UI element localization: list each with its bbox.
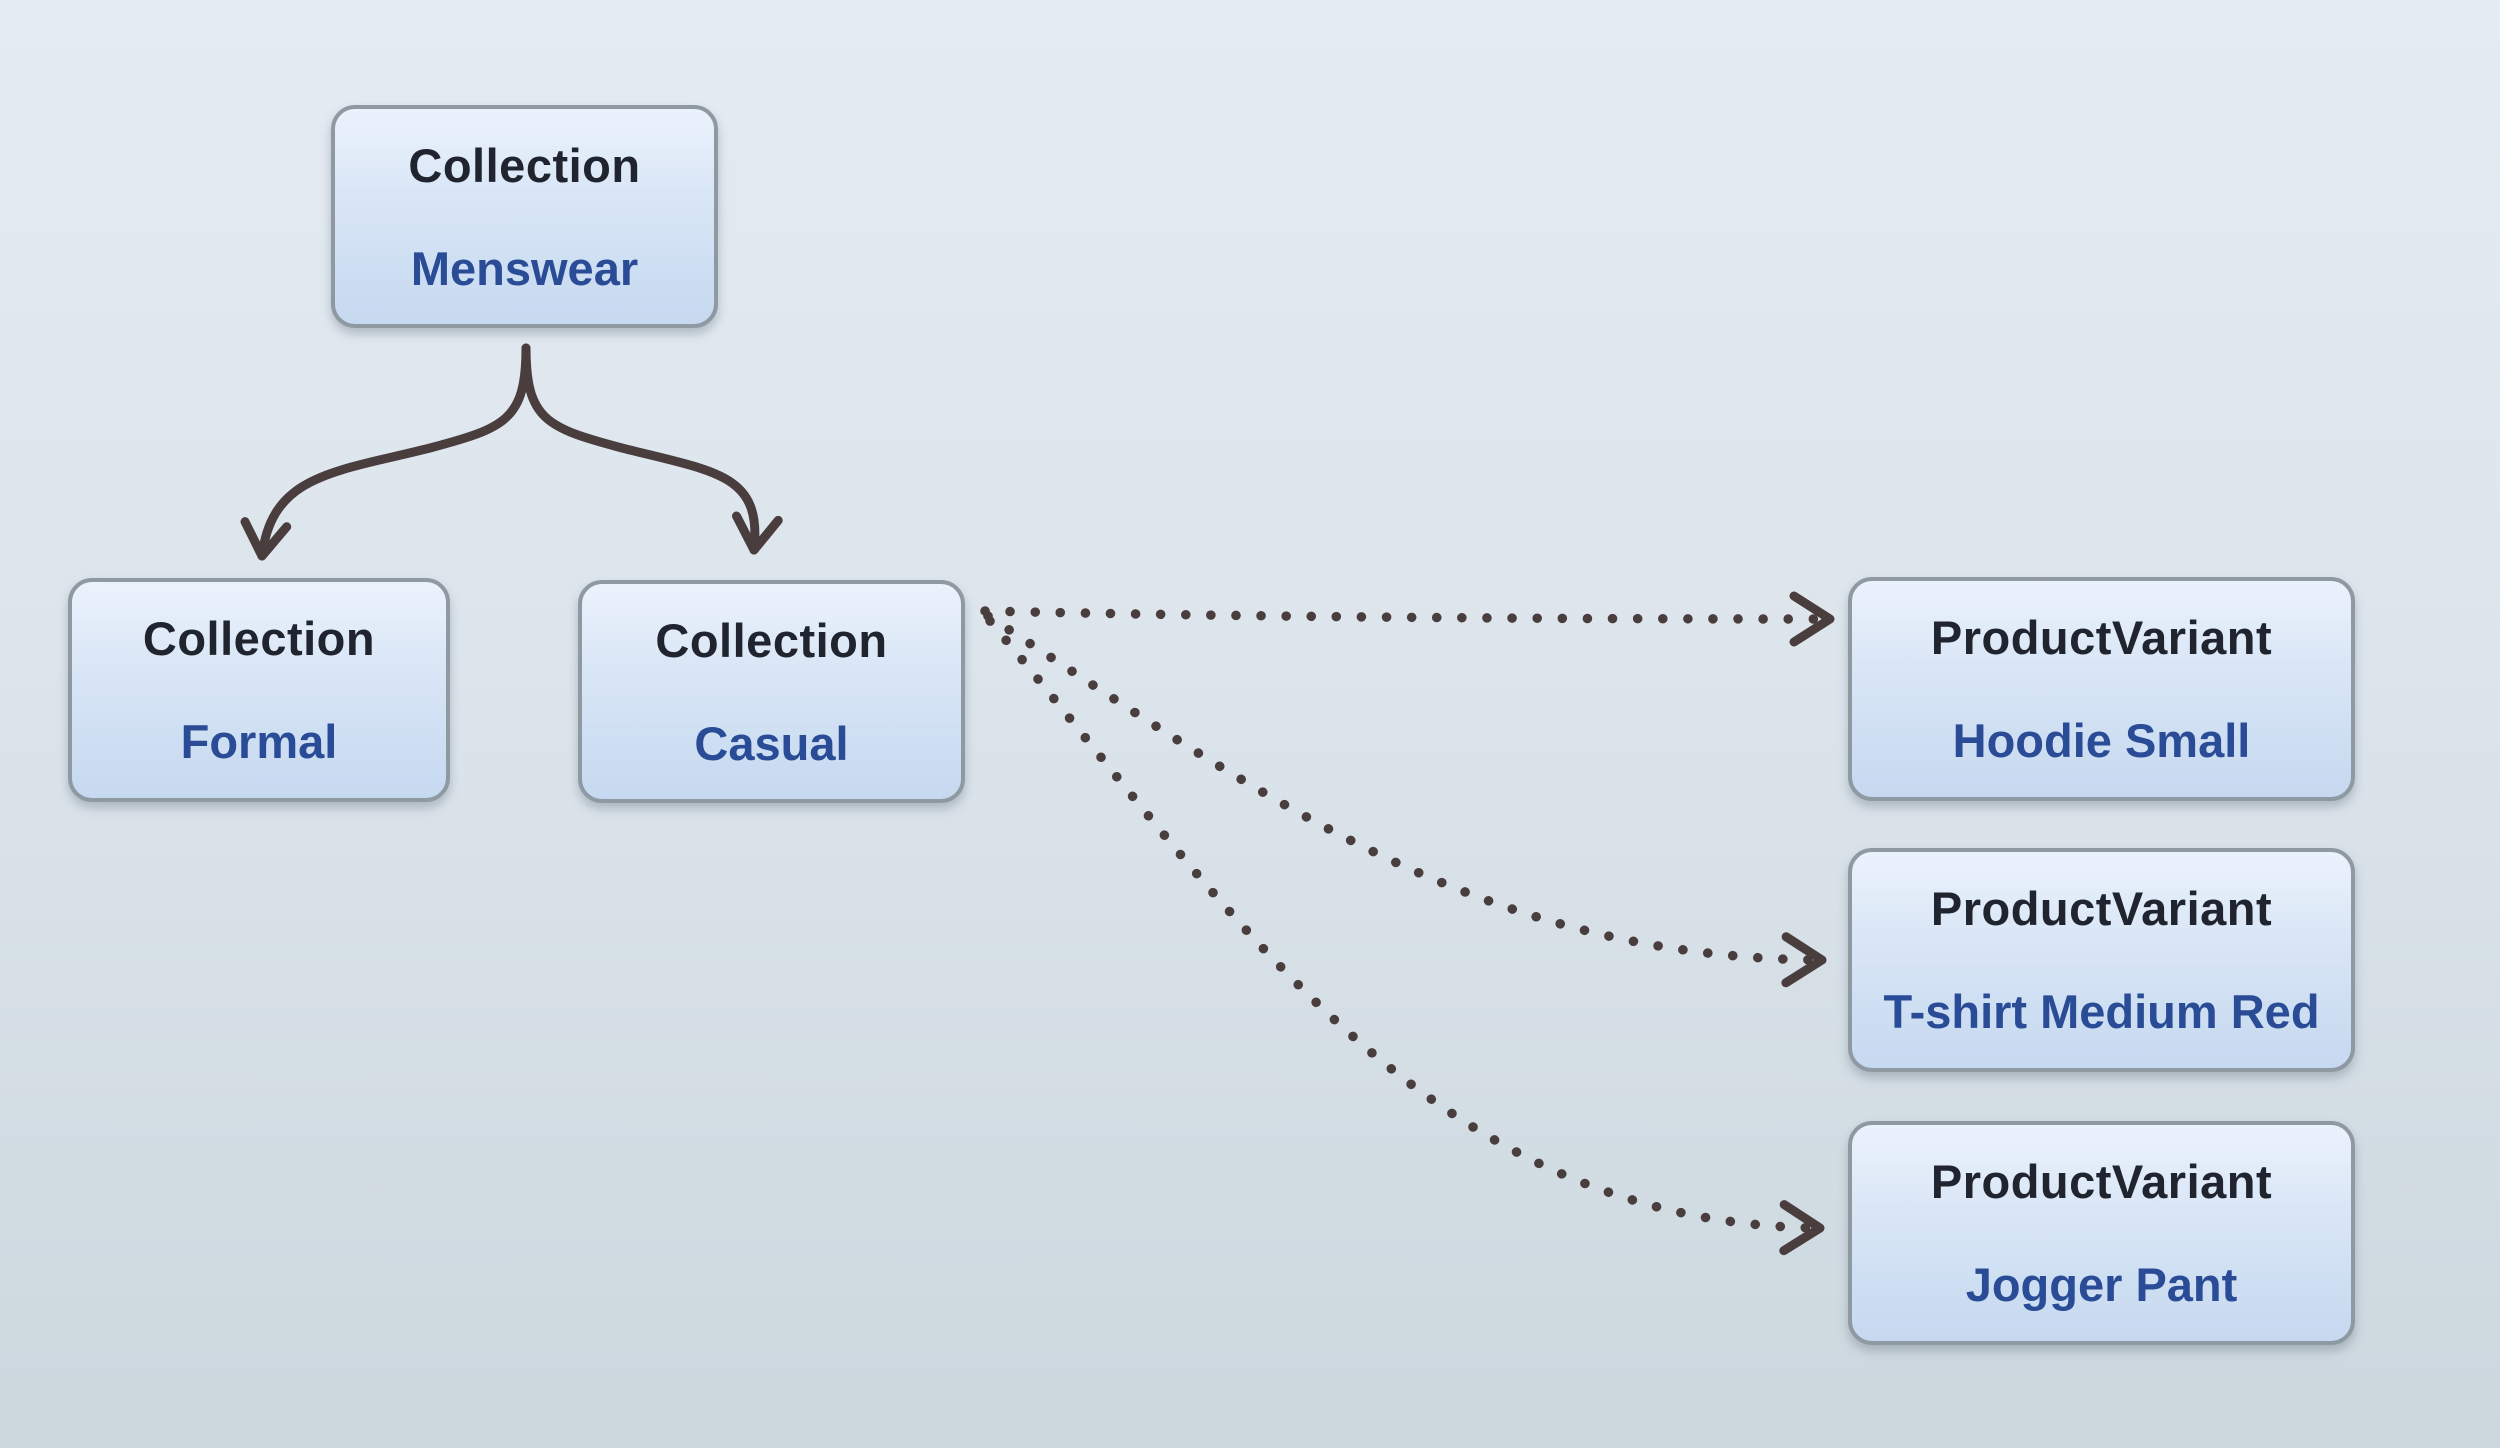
node-productvariant-tshirt-medium-red[interactable]: ProductVariant T-shirt Medium Red [1848,848,2355,1072]
node-type-label: ProductVariant [1930,611,2273,664]
edge-menswear-casual [521,343,783,555]
node-type-label: Collection [655,613,888,667]
node-collection-menswear[interactable]: Collection Menswear [331,105,718,328]
node-productvariant-hoodie-small[interactable]: ProductVariant Hoodie Small [1848,577,2355,801]
edge-casual-tshirt [983,611,1827,988]
node-productvariant-jogger-pant[interactable]: ProductVariant Jogger Pant [1848,1121,2355,1345]
node-collection-formal[interactable]: Collection Formal [68,578,450,802]
node-collection-casual[interactable]: Collection Casual [578,580,965,803]
node-name-label: Hoodie Small [1952,714,2251,767]
node-type-label: Collection [142,612,376,665]
node-type-label: Collection [408,138,641,192]
node-name-label: Menswear [410,241,639,295]
node-name-label: Casual [694,716,849,770]
node-name-label: Formal [180,715,338,768]
node-name-label: T-shirt Medium Red [1883,985,2320,1038]
node-type-label: ProductVariant [1930,1155,2273,1208]
node-type-label: ProductVariant [1930,882,2273,935]
edge-casual-hoodie [980,591,1835,647]
node-name-label: Jogger Pant [1965,1258,2238,1311]
edge-menswear-formal [240,343,531,561]
edge-casual-jogger [985,616,1825,1256]
